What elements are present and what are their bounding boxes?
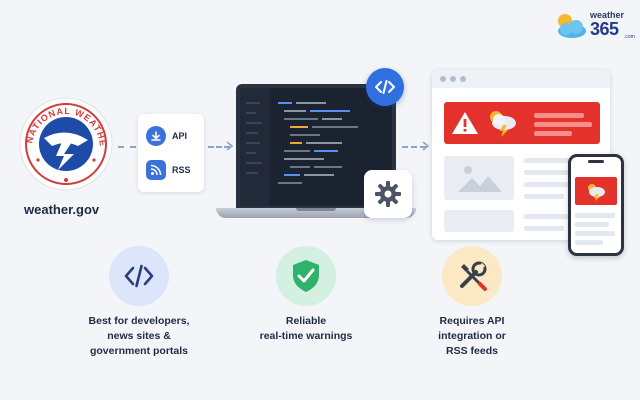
warning-triangle-icon	[452, 112, 478, 134]
feature-reliable-text: Reliable real-time warnings	[259, 315, 353, 343]
code-icon	[366, 68, 404, 106]
connector-laptop-to-browser	[402, 146, 426, 148]
connector-seal-to-feeds	[118, 146, 136, 148]
phone-alert-banner	[575, 177, 617, 205]
source-caption: weather.gov	[24, 202, 100, 217]
feature-developers-badge	[109, 246, 169, 306]
tools-icon	[460, 261, 487, 291]
brand-logo: weather 365 .com	[552, 8, 636, 42]
shield-check-icon	[293, 260, 319, 292]
feature-developers-text: Best for developers, news sites & govern…	[88, 315, 190, 358]
feeds-card: API RSS	[138, 114, 204, 192]
storm-cloud-icon	[490, 111, 516, 137]
laptop-notch	[296, 208, 336, 211]
arrow-head-icon	[422, 141, 430, 151]
brand-word-top: weather	[590, 10, 625, 20]
laptop-base	[216, 208, 416, 218]
feature-requires-badge	[442, 246, 502, 306]
brand-word-domain: .com	[624, 34, 635, 40]
code-editor	[240, 88, 358, 206]
feed-rss[interactable]: RSS	[146, 160, 191, 180]
arrow-head-icon	[226, 141, 234, 151]
browser-title-bar	[432, 70, 610, 88]
rss-icon	[146, 160, 166, 180]
feature-reliable-badge	[276, 246, 336, 306]
nws-seal: NATIONAL WEATHER SERVICE	[14, 88, 114, 192]
connector-feeds-to-laptop	[208, 146, 230, 148]
feed-api[interactable]: API	[146, 126, 187, 146]
nws-seal-icon: NATIONAL WEATHER SERVICE	[14, 88, 113, 191]
content-block	[444, 210, 514, 232]
download-cloud-icon	[146, 126, 166, 146]
code-icon	[124, 264, 154, 288]
weather-alert-banner	[444, 102, 600, 144]
feature-requires-text: Requires API integration or RSS feeds	[438, 315, 506, 358]
sun-cloud-icon	[558, 14, 586, 38]
image-placeholder-icon	[444, 156, 514, 200]
feed-api-label: API	[172, 131, 188, 141]
brand-word-number: 365	[590, 19, 619, 39]
storm-cloud-icon	[588, 184, 605, 201]
feed-rss-label: RSS	[172, 165, 191, 175]
gear-icon	[364, 170, 412, 218]
phone-device	[568, 154, 624, 256]
